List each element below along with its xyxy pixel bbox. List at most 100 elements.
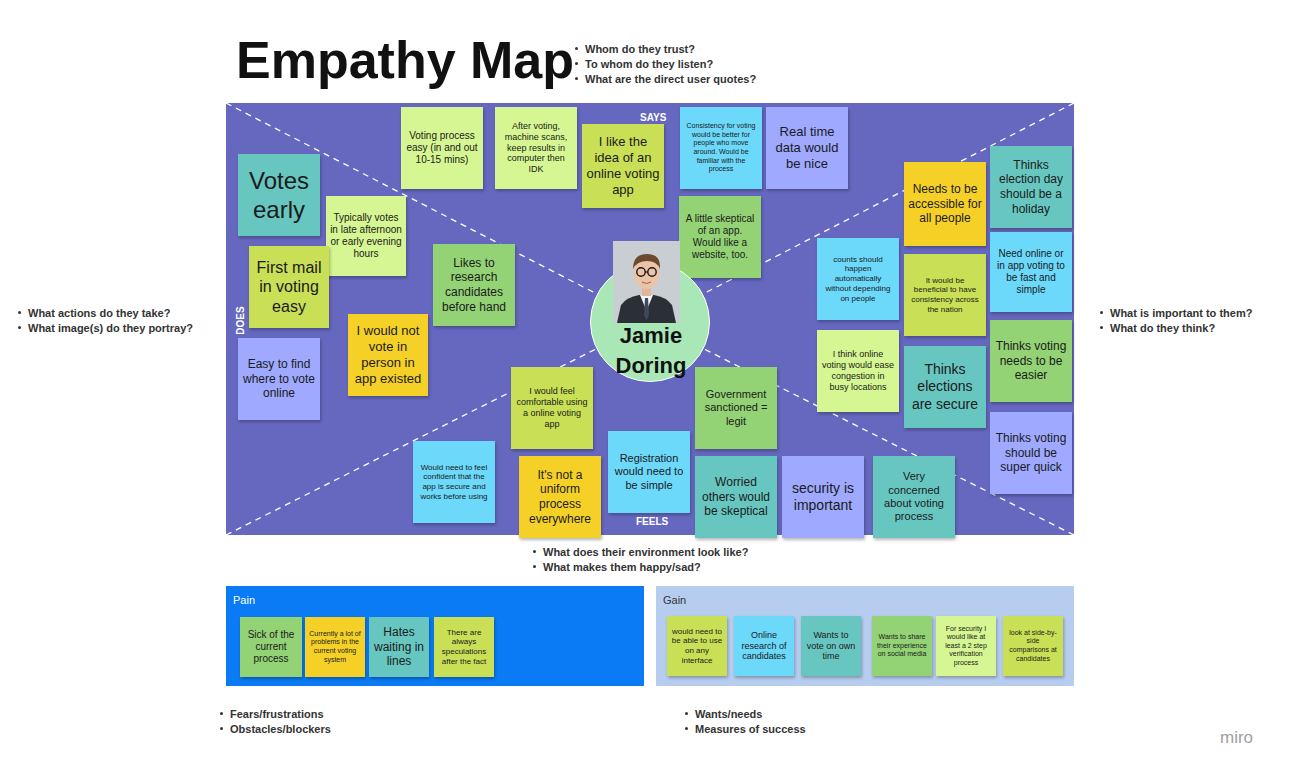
panel-heading: Pain	[233, 594, 255, 606]
quadrant-label: FEELS	[636, 515, 668, 528]
label-text: What actions do they take?	[28, 307, 170, 319]
note-text: Thinks election day should be a holiday	[994, 158, 1068, 217]
note-text: I think online voting would ease congest…	[821, 349, 895, 393]
sticky-note: For security I would like at least a 2 s…	[936, 616, 996, 676]
note-text: Easy to find where to vote online	[242, 357, 316, 401]
note-text: counts should happen automatically witho…	[821, 255, 895, 304]
board-panel: Gain would need to be able to use on any …	[656, 586, 1074, 686]
persona-name: Jamie Doring	[601, 321, 701, 381]
note-text: Currently a lot of problems in the curre…	[309, 630, 361, 664]
bullet-note: What are the direct user quotes?	[585, 72, 756, 86]
note-text: It's not a uniform process everywhere	[523, 468, 597, 527]
bullet-note: What do they think?	[1110, 321, 1215, 335]
bullet-note: What is important to them?	[1110, 306, 1252, 320]
sticky-note: Worried others would be skeptical	[695, 456, 777, 538]
bullet-note: Measures of success	[695, 722, 806, 736]
bullet-note: What does their environment look like?	[543, 545, 748, 559]
note-text: There are always speculations after the …	[438, 628, 490, 667]
note-text: would need to be able to use on any inte…	[671, 627, 723, 666]
board-panel: PainSick of the current processCurrently…	[226, 586, 644, 686]
label-text: Whom do they trust?	[585, 43, 695, 55]
bullet-note: Wants/needs	[695, 707, 762, 721]
bullet-dot	[685, 712, 688, 715]
sticky-note: There are always speculations after the …	[434, 617, 494, 677]
sticky-note: Typically votes in late afternoon or ear…	[326, 196, 406, 276]
note-text: Need online or in app voting to be fast …	[994, 248, 1068, 297]
sticky-note: look at side-by-side comparisons at cand…	[1003, 616, 1063, 676]
sticky-note: Registration would need to be simple	[608, 431, 690, 513]
note-text: It would be beneficial to have consisten…	[908, 276, 982, 315]
panel-heading: Gain	[663, 594, 686, 606]
sticky-note: Thinks voting should be super quick	[990, 412, 1072, 494]
sticky-note: Online research of candidates	[734, 616, 794, 676]
sticky-note: Votes early	[238, 154, 320, 236]
bullet-dot	[18, 311, 21, 314]
label-text: What is important to them?	[1110, 307, 1252, 319]
portrait-photo	[613, 241, 680, 323]
sticky-note: would need to be able to use on any inte…	[667, 616, 727, 676]
label-text: What makes them happy/sad?	[543, 561, 701, 573]
sticky-note: Likes to research candidates before hand	[433, 244, 515, 326]
note-text: Votes early	[242, 166, 316, 225]
sticky-note: After voting, machine scans, keep result…	[495, 107, 577, 189]
sticky-note: I like the idea of an online voting app	[582, 124, 664, 208]
note-text: Likes to research candidates before hand	[437, 256, 511, 315]
label-text: miro	[1220, 728, 1253, 747]
note-text: Typically votes in late afternoon or ear…	[330, 212, 402, 261]
note-text: After voting, machine scans, keep result…	[499, 121, 573, 176]
note-text: Hates waiting in lines	[373, 625, 425, 669]
note-text: Wants to share their experience on socia…	[876, 633, 928, 659]
sticky-note: It would be beneficial to have consisten…	[904, 254, 986, 336]
note-text: Voting process easy (in and out 10-15 mi…	[405, 130, 479, 167]
label-text: FEELS	[636, 516, 668, 527]
sticky-note: Wants to share their experience on socia…	[872, 616, 932, 676]
sticky-note: Would need to feel confident that the ap…	[413, 441, 495, 523]
sticky-note: I think online voting would ease congest…	[817, 330, 899, 412]
label-text: Obstacles/blockers	[230, 723, 331, 735]
note-text: Real time data would be nice	[770, 124, 844, 172]
label-text: To whom do they listen?	[585, 58, 713, 70]
note-text: security is important	[786, 480, 860, 514]
note-text: Very concerned about voting process	[877, 470, 951, 524]
bullet-note: Obstacles/blockers	[230, 722, 331, 736]
bullet-note: Whom do they trust?	[585, 42, 695, 56]
sticky-note: counts should happen automatically witho…	[817, 238, 899, 320]
bullet-dot	[1100, 326, 1103, 329]
sticky-note: Easy to find where to vote online	[238, 338, 320, 420]
note-text: A little skeptical of an app. Would like…	[683, 213, 757, 262]
note-text: First mail in voting easy	[253, 258, 325, 317]
note-text: Thinks elections are secure	[908, 361, 982, 412]
note-text: Worried others would be skeptical	[699, 475, 773, 519]
note-text: Consistency for voting would be better f…	[684, 122, 758, 173]
bullet-dot	[220, 727, 223, 730]
note-text: Registration would need to be simple	[612, 452, 686, 492]
label-text: SAYS	[640, 112, 666, 123]
note-text: look at side-by-side comparisons at cand…	[1007, 629, 1059, 663]
quadrant-label: SAYS	[640, 111, 666, 124]
label-text: What do they think?	[1110, 322, 1215, 334]
label-text: DOES	[235, 306, 246, 334]
note-text: Thinks voting should be super quick	[994, 431, 1068, 475]
bullet-dot	[220, 712, 223, 715]
bullet-note: What actions do they take?	[28, 306, 170, 320]
sticky-note: Government sanctioned = legit	[695, 367, 777, 449]
sticky-note: Very concerned about voting process	[873, 456, 955, 538]
quadrant-label: DOES	[234, 303, 247, 339]
sticky-note: Sick of the current process	[240, 617, 302, 677]
bullet-dot	[533, 550, 536, 553]
sticky-note: Voting process easy (in and out 10-15 mi…	[401, 107, 483, 189]
note-text: For security I would like at least a 2 s…	[940, 625, 992, 668]
sticky-note: Consistency for voting would be better f…	[680, 107, 762, 189]
sticky-note: Thinks elections are secure	[904, 346, 986, 428]
sticky-note: security is important	[782, 456, 864, 538]
sticky-note: Needs to be accessible for all people	[904, 162, 986, 246]
watermark: miro	[1220, 727, 1253, 748]
bullet-note: What image(s) do they portray?	[28, 321, 193, 335]
bullet-dot	[533, 565, 536, 568]
bullet-dot	[685, 727, 688, 730]
bullet-dot	[575, 47, 578, 50]
sticky-note: First mail in voting easy	[249, 246, 329, 328]
sticky-note: Thinks election day should be a holiday	[990, 146, 1072, 228]
note-text: I like the idea of an online voting app	[586, 134, 660, 197]
diagram-title: Empathy Map	[236, 30, 574, 90]
